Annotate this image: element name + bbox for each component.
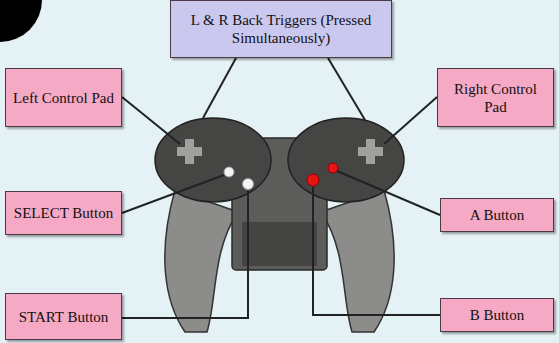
callout-box: Right Control Pad xyxy=(437,68,554,127)
center-panel xyxy=(242,222,317,266)
callout-label: START Button xyxy=(19,308,109,326)
right-handle xyxy=(321,190,394,332)
callout-label: Left Control Pad xyxy=(13,89,114,107)
callout-box: B Button xyxy=(440,298,554,332)
left-dpad xyxy=(177,139,202,164)
left-handle xyxy=(165,190,238,332)
callout-box: A Button xyxy=(440,198,554,232)
leader-line xyxy=(313,187,440,315)
callout-box: Left Control Pad xyxy=(5,68,122,127)
b-button xyxy=(307,174,319,186)
leader-line xyxy=(122,191,248,318)
leader-line xyxy=(337,171,440,215)
callout-label: A Button xyxy=(470,206,525,224)
start-button xyxy=(243,179,254,190)
corner-blob xyxy=(0,0,42,42)
callout-box: START Button xyxy=(5,293,122,340)
callout-label: SELECT Button xyxy=(14,204,113,222)
a-button xyxy=(328,163,338,173)
right-dpad xyxy=(358,139,383,164)
callout-label: B Button xyxy=(470,306,525,324)
callout-label: Right Control Pad xyxy=(444,80,547,116)
left-lobe xyxy=(155,118,271,202)
callout-box: SELECT Button xyxy=(5,191,122,235)
callout-label: L & R Back Triggers (Pressed Simultaneou… xyxy=(177,11,385,47)
leader-line xyxy=(384,97,437,144)
leader-line xyxy=(203,58,236,118)
leader-line xyxy=(122,175,224,213)
right-lobe xyxy=(288,118,404,202)
select-button xyxy=(224,167,234,177)
leader-line xyxy=(122,97,180,144)
leader-line xyxy=(328,58,365,120)
trigger-callout-box: L & R Back Triggers (Pressed Simultaneou… xyxy=(170,0,392,58)
